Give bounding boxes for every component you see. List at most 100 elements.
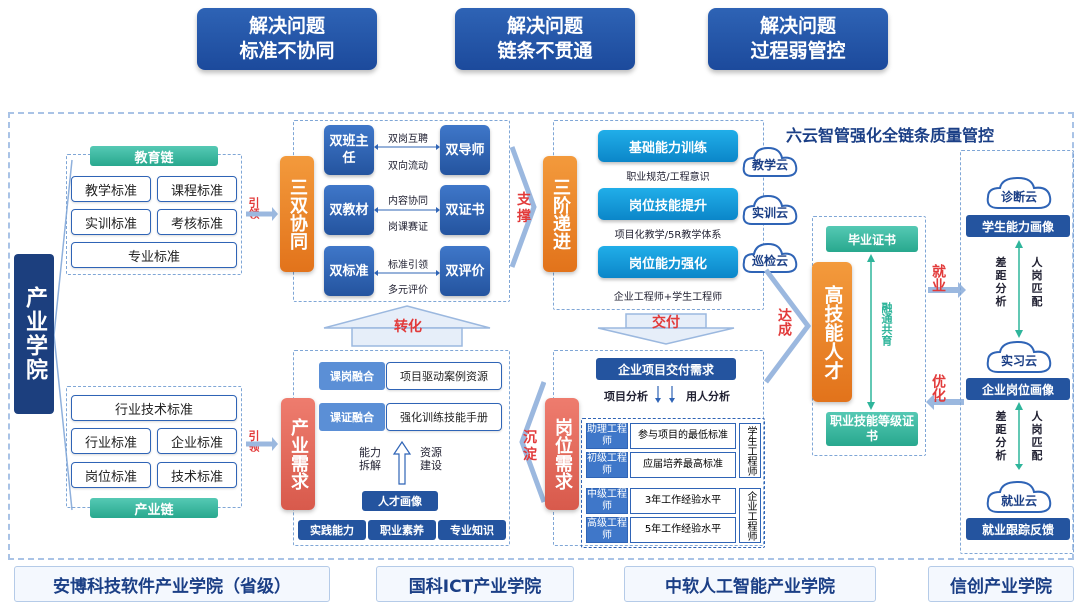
edu-item: 课程标准 bbox=[157, 176, 237, 202]
cloud-label: 实训云 bbox=[751, 206, 788, 220]
industry-demand-title: 产业需求 bbox=[281, 398, 315, 510]
header-line: 过程弱管控 bbox=[750, 40, 846, 62]
main-title: 产业学院 bbox=[14, 254, 54, 414]
level-table bbox=[581, 418, 765, 548]
optimize-label: 优化 bbox=[930, 374, 946, 402]
analysis-arrows bbox=[655, 386, 675, 403]
ind-item: 岗位标准 bbox=[71, 462, 151, 488]
side-label: 企业工程师 bbox=[739, 488, 761, 543]
bottom-item: 信创产业学院 bbox=[928, 566, 1074, 602]
pair-mid: 岗课赛证 bbox=[388, 222, 428, 233]
cloud-icon: 就业云 bbox=[984, 476, 1054, 518]
edu-chain-bar: 教育链 bbox=[90, 146, 218, 166]
main-title-text: 产业学院 bbox=[22, 286, 47, 382]
share-arrow bbox=[867, 254, 875, 410]
lead-arrows bbox=[246, 207, 278, 451]
right-panel bbox=[960, 150, 1074, 554]
match-label: 人岗匹配 bbox=[1031, 410, 1043, 462]
bottom-item: 职业素养 bbox=[368, 520, 436, 540]
bottom-item: 安博科技软件产业学院（省级） bbox=[14, 566, 330, 602]
header-line: 解决问题 bbox=[759, 15, 836, 37]
transform-label: 转化 bbox=[394, 319, 422, 335]
project-bar: 企业项目交付需求 bbox=[596, 358, 736, 380]
cloud-icon: 诊断云 bbox=[984, 172, 1054, 214]
cloud-icon: 实训云 bbox=[740, 190, 800, 230]
header-problem-2: 解决问题 链条不贯通 bbox=[455, 8, 635, 70]
cert-bottom: 职业技能等级证书 bbox=[826, 412, 918, 446]
pair-mid: 双向流动 bbox=[388, 161, 428, 172]
pair-right: 双导师 bbox=[440, 125, 490, 175]
edu-item: 考核标准 bbox=[157, 209, 237, 235]
analysis-label: 项目分析 bbox=[604, 390, 648, 403]
side-label: 学生工程师 bbox=[739, 423, 761, 478]
level-desc: 参与项目的最低标准 bbox=[630, 423, 736, 449]
bottom-item: 专业知识 bbox=[438, 520, 506, 540]
level-desc: 5年工作经验水平 bbox=[630, 517, 736, 543]
header-line: 标准不协同 bbox=[239, 40, 335, 62]
gap-arrows bbox=[1015, 240, 1023, 470]
edu-item: 教学标准 bbox=[71, 176, 151, 202]
right-label: 学生能力画像 bbox=[966, 215, 1070, 237]
level-desc: 应届培养最高标准 bbox=[630, 452, 736, 478]
cloud-label: 教学云 bbox=[751, 158, 788, 172]
settle-arrow bbox=[519, 381, 546, 503]
pair-left: 双标准 bbox=[324, 246, 374, 296]
pair-mid: 内容协同 bbox=[388, 196, 428, 207]
three-double-title-text: 三双协同 bbox=[287, 178, 308, 250]
level-cell: 助理工程师 bbox=[586, 423, 628, 449]
cloud-icon: 教学云 bbox=[740, 142, 800, 182]
cloud-icon: 巡检云 bbox=[740, 238, 800, 278]
pair-arrows bbox=[374, 144, 440, 276]
three-double-title: 三双协同 bbox=[280, 156, 314, 272]
cloud-icon: 实习云 bbox=[984, 336, 1054, 378]
header-line: 解决问题 bbox=[506, 15, 583, 37]
level-cell: 中级工程师 bbox=[586, 488, 628, 514]
transform-arrow bbox=[323, 305, 491, 347]
split-text: 能力拆解 bbox=[359, 446, 381, 472]
level-cell: 高级工程师 bbox=[586, 517, 628, 543]
post-demand-title: 岗位需求 bbox=[545, 398, 579, 510]
pair-mid: 多元评价 bbox=[388, 285, 428, 296]
up-arrow bbox=[392, 440, 412, 485]
row-tag: 课岗融合 bbox=[319, 362, 385, 390]
share-label: 融通共育 bbox=[880, 302, 893, 346]
right-label: 企业岗位画像 bbox=[966, 378, 1070, 400]
employ-label: 就业 bbox=[930, 264, 946, 292]
right-label: 就业跟踪反馈 bbox=[966, 518, 1070, 540]
talent-title-text: 高技能人才 bbox=[821, 284, 844, 380]
ind-item: 技术标准 bbox=[157, 462, 237, 488]
pair-left: 双教材 bbox=[324, 185, 374, 235]
cloud-label: 诊断云 bbox=[1000, 190, 1037, 204]
bottom-item: 国科ICT产业学院 bbox=[376, 566, 574, 602]
industry-demand-title-text: 产业需求 bbox=[288, 418, 309, 490]
three-stage-title-text: 三阶递进 bbox=[550, 178, 571, 250]
header-problem-1: 解决问题 标准不协同 bbox=[197, 8, 377, 70]
edu-item: 实训标准 bbox=[71, 209, 151, 235]
gap-label: 差距分析 bbox=[995, 410, 1007, 462]
cloud-label: 就业云 bbox=[1000, 494, 1037, 508]
header-problem-3: 解决问题 过程弱管控 bbox=[708, 8, 888, 70]
edu-item-wide: 专业标准 bbox=[71, 242, 237, 268]
level-cell: 初级工程师 bbox=[586, 452, 628, 478]
level-desc: 3年工作经验水平 bbox=[630, 488, 736, 514]
header-line: 解决问题 bbox=[248, 15, 325, 37]
match-label: 人岗匹配 bbox=[1031, 256, 1043, 308]
stage-item: 基础能力训练 bbox=[598, 130, 738, 162]
pair-left: 双班主任 bbox=[324, 125, 374, 175]
deliver-arrow bbox=[597, 313, 735, 345]
connector-lines bbox=[54, 159, 73, 511]
analysis-label: 用人分析 bbox=[686, 390, 730, 403]
row-text: 强化训练技能手册 bbox=[386, 403, 502, 431]
support-arrow bbox=[510, 146, 537, 268]
settle-label: 沉淀 bbox=[523, 430, 537, 463]
three-stage-title: 三阶递进 bbox=[543, 156, 577, 272]
pair-mid: 标准引领 bbox=[388, 260, 428, 271]
ind-chain-bar: 产业链 bbox=[90, 498, 218, 518]
achieve-arrow bbox=[764, 268, 812, 384]
bottom-item: 实践能力 bbox=[298, 520, 366, 540]
stage-sub: 项目化教学/5R教学体系 bbox=[614, 230, 722, 241]
pair-mid: 双岗互聘 bbox=[388, 134, 428, 145]
row-text: 项目驱动案例资源 bbox=[386, 362, 502, 390]
ind-item: 企业标准 bbox=[157, 428, 237, 454]
talent-title: 高技能人才 bbox=[812, 262, 852, 402]
